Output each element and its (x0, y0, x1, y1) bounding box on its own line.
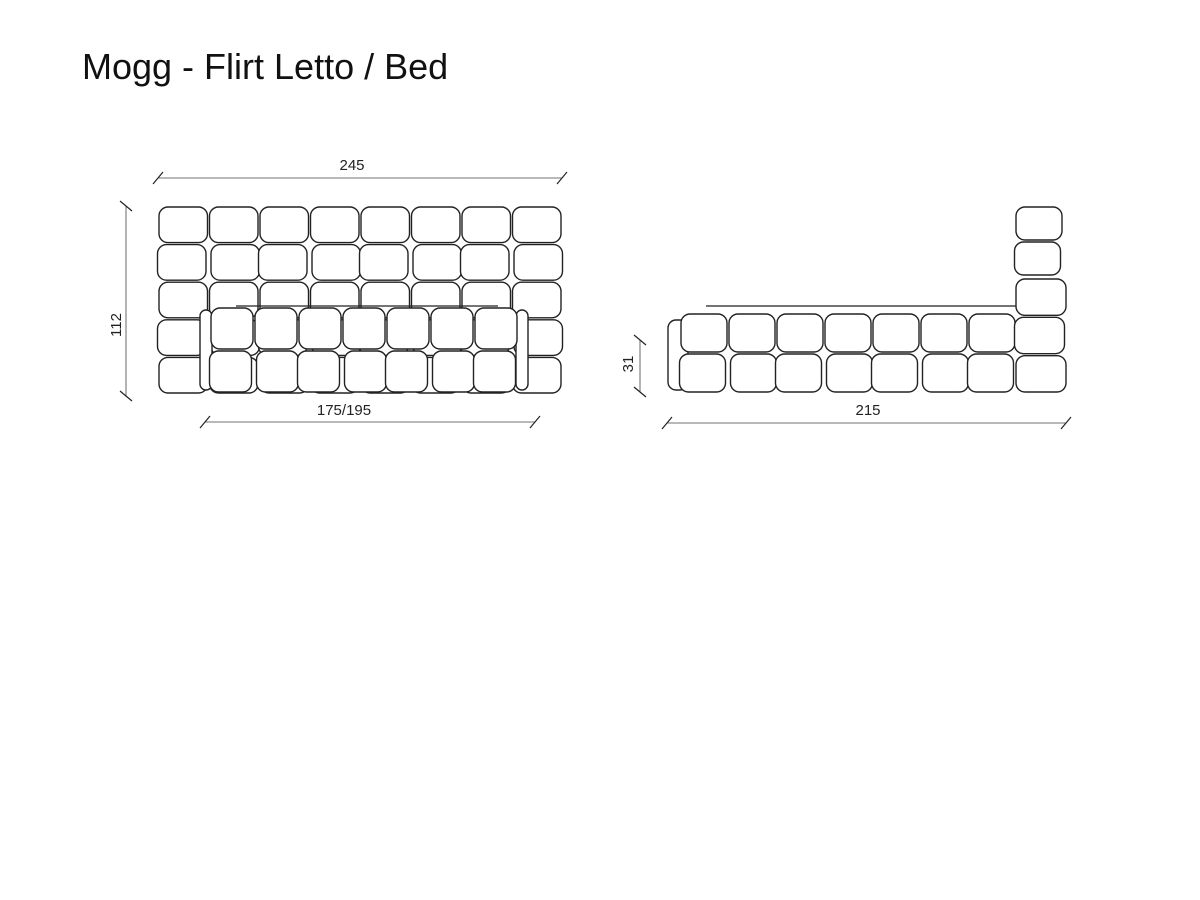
base-cushion (774, 353, 823, 393)
frame-cushion (298, 307, 342, 350)
dimension-mattress-width: 175/195 (199, 402, 541, 429)
headboard-cushion (410, 206, 461, 244)
frame-cushion (254, 307, 298, 350)
headboard-cushion (210, 243, 261, 281)
mattress-width-label: 175/195 (317, 402, 371, 419)
frame-cushion (342, 307, 386, 350)
headboard-cushion (1013, 316, 1066, 355)
frame-cushion (386, 307, 430, 350)
frame-cushion (384, 350, 429, 393)
page-title: Mogg - Flirt Letto / Bed (82, 46, 449, 87)
base-cushion (728, 313, 776, 353)
dimension-width-245: 245 (152, 157, 568, 185)
base-cushion (680, 313, 728, 353)
dimension-height-112: 112 (108, 200, 133, 402)
headboard-cushion (208, 206, 259, 244)
headboard-cushion (311, 243, 362, 281)
headboard-cushion (358, 243, 409, 281)
width-label: 245 (339, 157, 364, 174)
frame-cushion (431, 350, 476, 393)
headboard-cushion (158, 281, 209, 319)
base-cushion (825, 353, 874, 393)
headboard-cushion (459, 243, 510, 281)
front-view (156, 206, 564, 394)
frame-cushion (430, 307, 474, 350)
base-cushion (920, 313, 968, 353)
headboard-cushion (1015, 354, 1067, 393)
dimension-length-215: 215 (661, 402, 1072, 430)
headboard-cushion (360, 206, 411, 244)
base-cushion (921, 353, 970, 393)
headboard-cushion (511, 281, 562, 319)
headboard-cushion (1015, 278, 1067, 317)
height-label: 112 (108, 313, 125, 337)
headboard-cushion (309, 206, 360, 244)
frame-cushion (208, 350, 253, 393)
headboard-cushion (1013, 241, 1062, 276)
frame-cushion (474, 307, 518, 350)
frame-cushion (343, 350, 388, 393)
headboard-cushion (511, 206, 562, 244)
base-cushion (870, 353, 919, 393)
base-cushion (824, 313, 872, 353)
headboard-cushion (259, 206, 310, 244)
headboard-cushion (1015, 206, 1063, 241)
base-cushion (872, 313, 920, 353)
base-cushion (729, 353, 778, 393)
side-view (667, 206, 1067, 393)
headboard-cushion (513, 243, 564, 281)
frame-cushion (472, 350, 517, 393)
base-cushion (966, 353, 1015, 393)
frame-cushion (296, 350, 341, 393)
dimension-height-31: 31 (620, 334, 647, 398)
side-bolster (515, 309, 529, 391)
headboard-cushion (158, 206, 209, 244)
base-cushion (678, 353, 727, 393)
frame-cushion (210, 307, 254, 350)
headboard-cushion (257, 243, 308, 281)
base-cushion (776, 313, 824, 353)
frame-cushion (255, 350, 300, 393)
base-cushion (968, 313, 1016, 353)
headboard-cushion (412, 243, 463, 281)
headboard-cushion (461, 206, 512, 244)
side-height-label: 31 (620, 356, 637, 373)
headboard-cushion (156, 243, 207, 281)
headboard-cushion (156, 319, 207, 357)
length-label: 215 (855, 402, 880, 419)
